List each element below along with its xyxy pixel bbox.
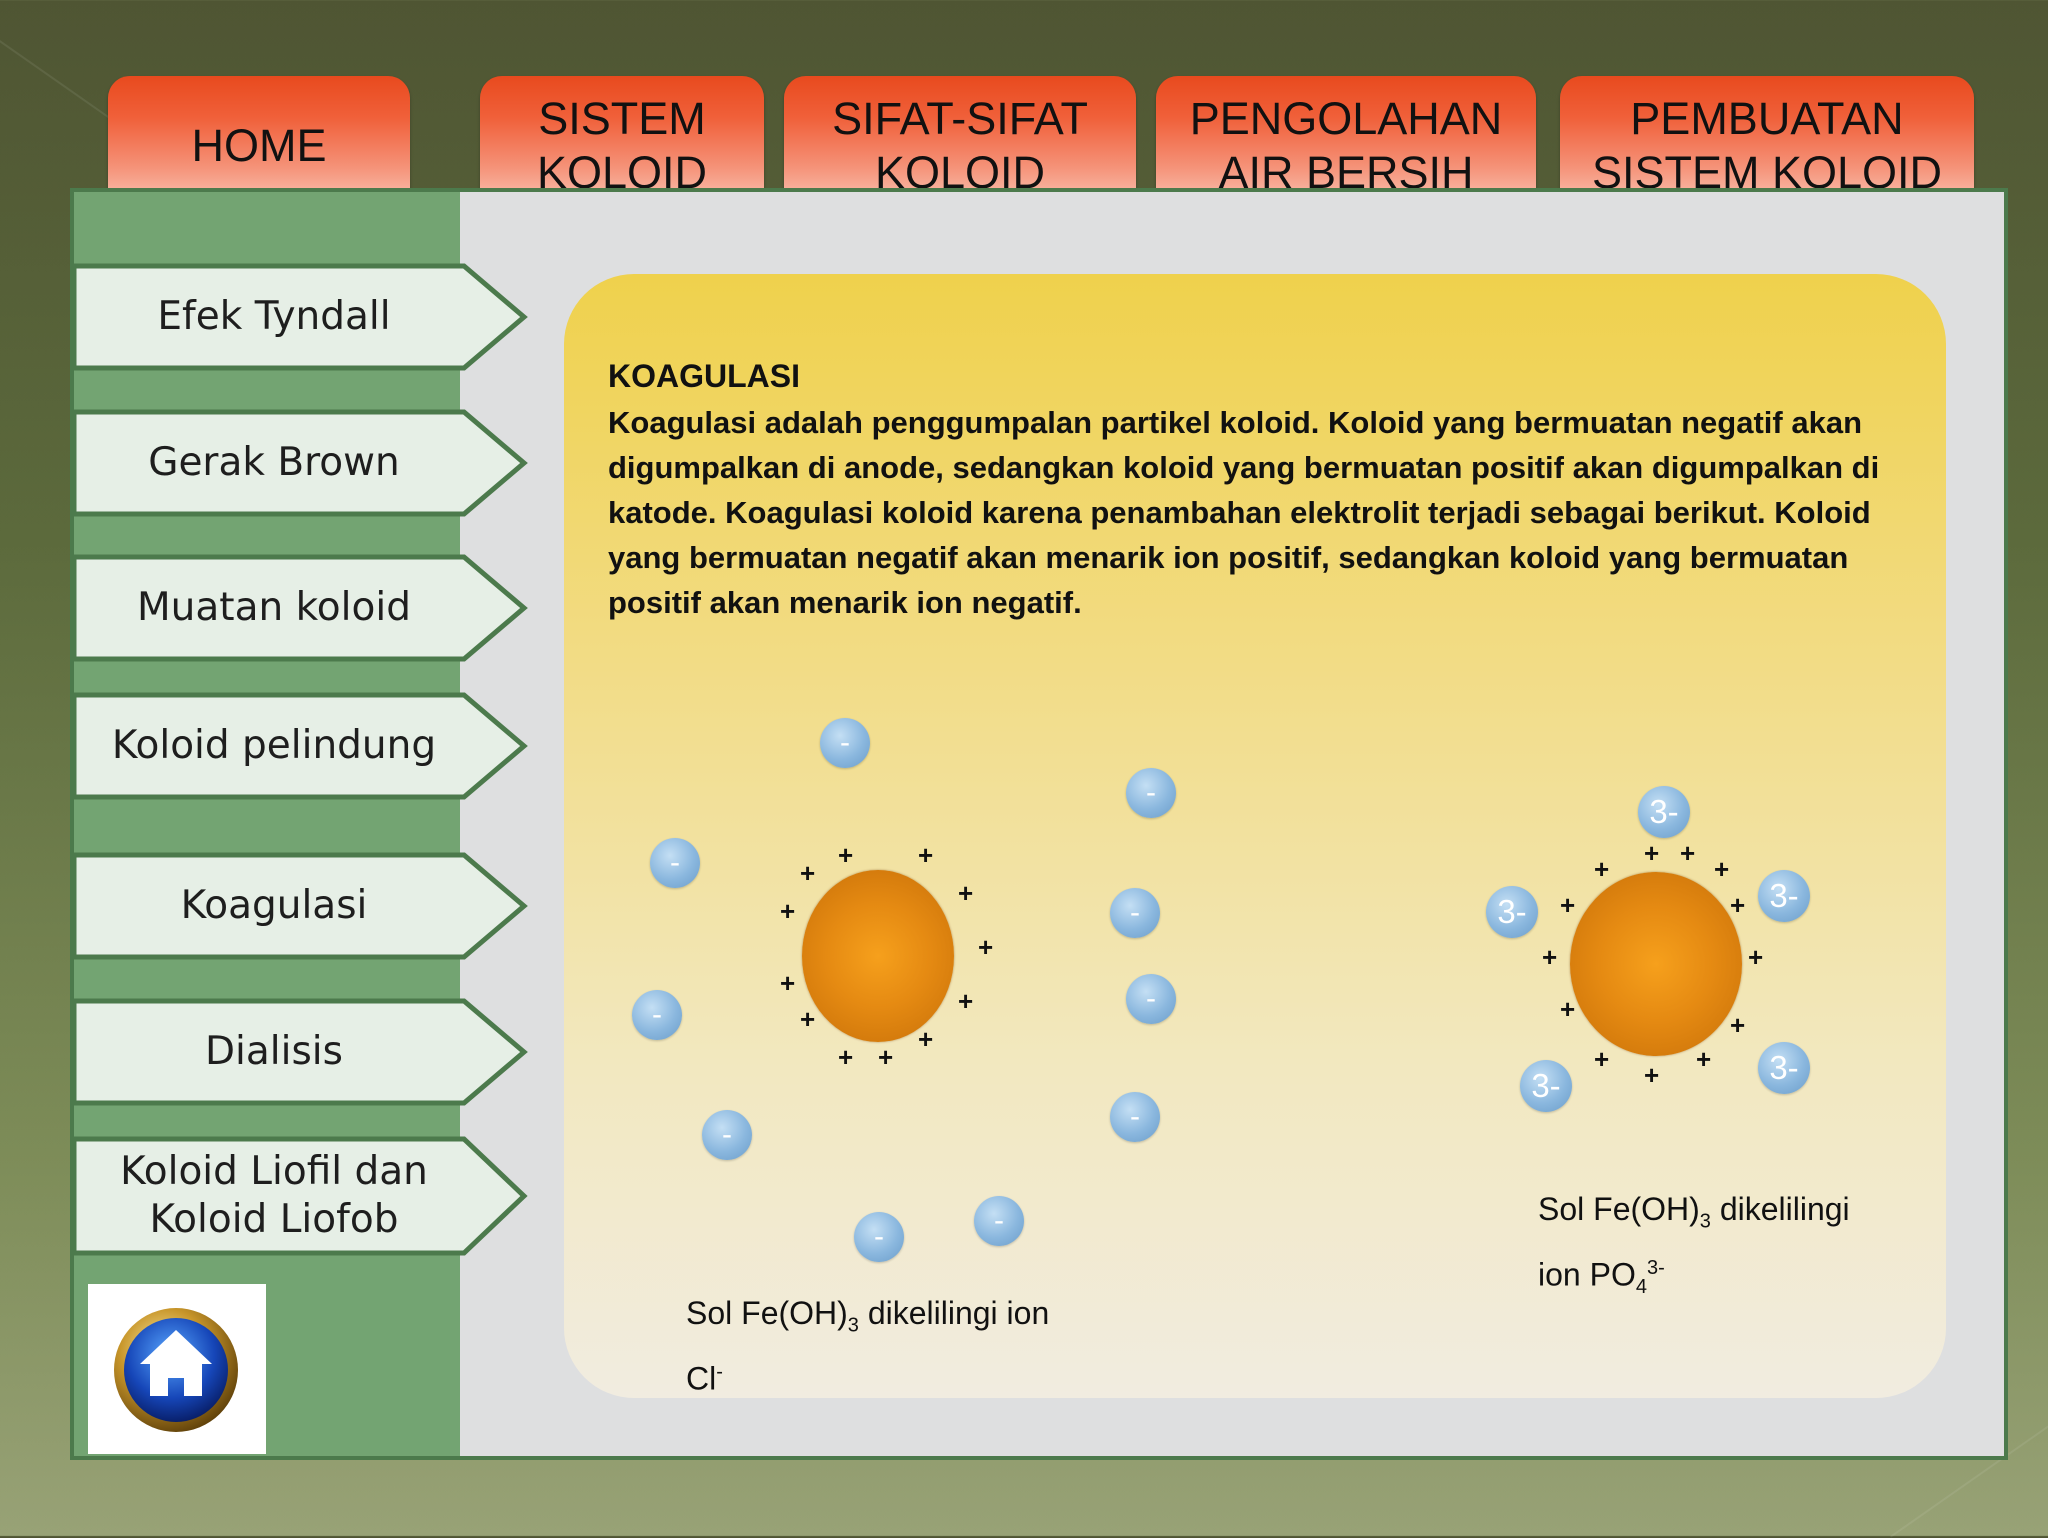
- sidebar-item-gerak-brown[interactable]: Gerak Brown: [74, 402, 532, 524]
- colloid-particle-left: [802, 870, 954, 1042]
- positive-charge: +: [1714, 854, 1730, 884]
- positive-charge: +: [1748, 942, 1764, 972]
- caption-text: Sol Fe(OH): [1538, 1191, 1700, 1227]
- positive-charge: +: [1542, 942, 1558, 972]
- positive-charge: +: [958, 986, 974, 1016]
- phosphate-ion: 3-: [1638, 786, 1690, 838]
- menu-arrow-shape: [74, 1136, 528, 1256]
- chloride-ion: -: [974, 1196, 1024, 1246]
- chloride-ion: -: [1126, 974, 1176, 1024]
- sidebar-item-koagulasi[interactable]: Koagulasi: [74, 845, 532, 967]
- positive-charge: +: [978, 932, 994, 962]
- positive-charge: +: [838, 840, 854, 870]
- menu-arrow-shape: [74, 852, 528, 960]
- sidebar-item-koloid-liofil-liofob[interactable]: Koloid Liofil dan Koloid Liofob: [74, 1135, 532, 1257]
- sidebar-item-label: Gerak Brown: [148, 440, 400, 485]
- positive-charge: +: [1560, 890, 1576, 920]
- home-icon: [114, 1308, 238, 1432]
- positive-charge: +: [1644, 1060, 1660, 1090]
- chloride-ion: -: [1110, 888, 1160, 938]
- sidebar-item-label: Koagulasi: [180, 883, 368, 928]
- caption-right: Sol Fe(OH)3 dikelilingi ion PO43-: [1538, 1186, 1850, 1311]
- caption-text: dikelilingi ion: [858, 1295, 1050, 1331]
- menu-arrow-shape: [74, 263, 528, 371]
- caption-superscript: -: [716, 1361, 723, 1384]
- sidebar-item-dialisis[interactable]: Dialisis: [74, 991, 532, 1113]
- section-title: KOAGULASI: [608, 358, 800, 394]
- sidebar-item-label: Efek Tyndall: [157, 294, 391, 339]
- phosphate-ion: 3-: [1758, 870, 1810, 922]
- chloride-ion: -: [632, 990, 682, 1040]
- menu-arrow-shape: [74, 409, 528, 517]
- colloid-particle-right: [1570, 872, 1742, 1056]
- home-button[interactable]: [88, 1284, 266, 1454]
- chloride-ion: -: [1110, 1092, 1160, 1142]
- phosphate-ion: 3-: [1486, 886, 1538, 938]
- caption-subscript: 4: [1635, 1276, 1647, 1299]
- caption-subscript: 3: [847, 1314, 859, 1337]
- phosphate-ion: 3-: [1758, 1042, 1810, 1094]
- positive-charge: +: [800, 1004, 816, 1034]
- caption-text: dikelilingi: [1710, 1191, 1850, 1227]
- chloride-ion: -: [854, 1212, 904, 1262]
- chloride-ion: -: [650, 838, 700, 888]
- caption-subscript: 3: [1699, 1210, 1711, 1233]
- section-body: Koagulasi adalah penggumpalan partikel k…: [608, 405, 1880, 620]
- chloride-ion: -: [820, 718, 870, 768]
- positive-charge: +: [1644, 838, 1660, 868]
- caption-superscript: 3-: [1646, 1257, 1665, 1280]
- caption-left: Sol Fe(OH)3 dikelilingi ion Cl-: [686, 1290, 1049, 1403]
- caption-ion: Cl: [686, 1361, 717, 1398]
- positive-charge: +: [780, 896, 796, 926]
- menu-arrow-shape: [74, 998, 528, 1106]
- positive-charge: +: [1680, 838, 1696, 868]
- sidebar-item-koloid-pelindung[interactable]: Koloid pelindung: [74, 685, 532, 807]
- caption-ion: ion PO: [1538, 1257, 1636, 1294]
- positive-charge: +: [780, 968, 796, 998]
- sidebar-item-efek-tyndall[interactable]: Efek Tyndall: [74, 256, 532, 378]
- menu-arrow-shape: [74, 554, 528, 662]
- menu-arrow-shape: [74, 692, 528, 800]
- sidebar-item-label: Muatan koloid: [137, 585, 411, 630]
- positive-charge: +: [918, 1024, 934, 1054]
- positive-charge: +: [878, 1042, 894, 1072]
- positive-charge: +: [1730, 890, 1746, 920]
- sidebar-item-label: Koloid Liofil dan Koloid Liofob: [120, 1149, 428, 1242]
- sidebar-item-muatan-koloid[interactable]: Muatan koloid: [74, 547, 532, 669]
- positive-charge: +: [800, 858, 816, 888]
- phosphate-ion: 3-: [1520, 1060, 1572, 1112]
- sidebar-item-label: Dialisis: [205, 1029, 343, 1074]
- positive-charge: +: [918, 840, 934, 870]
- sidebar-panel: [70, 188, 466, 1460]
- chloride-ion: -: [1126, 768, 1176, 818]
- positive-charge: +: [1560, 994, 1576, 1024]
- content-card: [564, 274, 1946, 1398]
- positive-charge: +: [1730, 1010, 1746, 1040]
- positive-charge: +: [1696, 1044, 1712, 1074]
- chloride-ion: -: [702, 1110, 752, 1160]
- caption-text: Sol Fe(OH): [686, 1295, 848, 1331]
- positive-charge: +: [838, 1042, 854, 1072]
- positive-charge: +: [1594, 854, 1610, 884]
- positive-charge: +: [1594, 1044, 1610, 1074]
- positive-charge: +: [958, 878, 974, 908]
- sidebar-item-label: Koloid pelindung: [111, 723, 437, 768]
